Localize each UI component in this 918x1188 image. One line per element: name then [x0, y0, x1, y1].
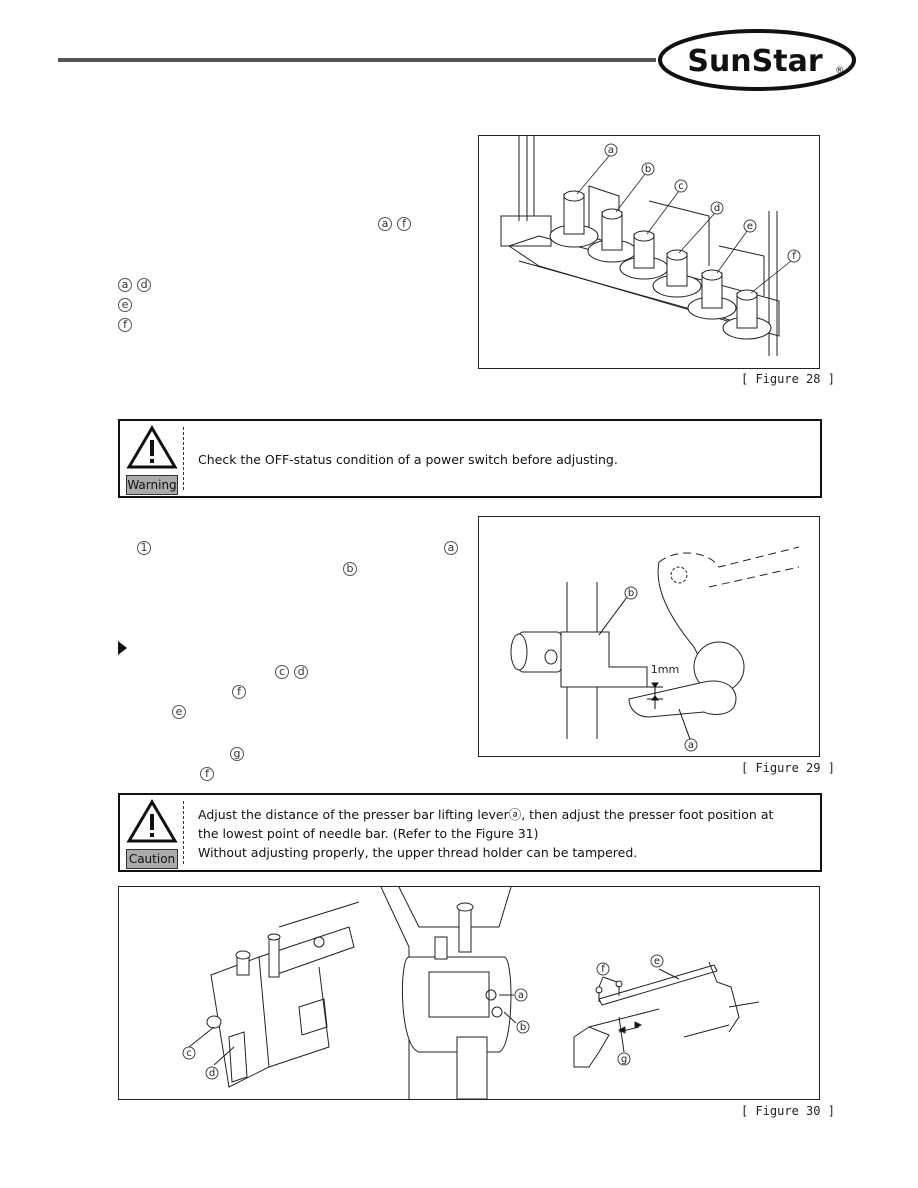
marker-range-ad: a d: [118, 273, 152, 292]
marker-b: b: [343, 561, 357, 576]
warning-badge: Warning: [126, 475, 178, 495]
marker-e-wrap: e: [172, 700, 186, 719]
marker-range-af: a f: [378, 212, 412, 231]
fig30-label-f: f: [601, 964, 605, 975]
fig30-label-c: c: [186, 1048, 192, 1059]
marker-cd-wrap: c d: [275, 660, 309, 679]
logo-registered-mark: ®: [835, 66, 844, 76]
marker-a-wrap: a: [444, 536, 458, 555]
needle-bar-illustration: c d a b: [182, 886, 760, 1100]
warning-text: Check the OFF-status condition of a powe…: [198, 452, 618, 467]
warning-notice: Warning Check the OFF-status condition o…: [118, 419, 822, 498]
caution-divider: [183, 801, 184, 864]
step-marker-1: 1: [137, 540, 151, 555]
warning-divider: [183, 427, 184, 490]
marker-d: d: [137, 277, 152, 292]
marker-a: a: [118, 277, 132, 292]
fig28-label-f: f: [792, 251, 796, 262]
marker-e: e: [172, 704, 186, 719]
fig30-label-b: b: [520, 1022, 526, 1033]
marker-f: f: [397, 216, 412, 231]
step-marker-1-wrap: 1: [137, 536, 151, 555]
caution-line-3: Without adjusting properly, the upper th…: [198, 845, 638, 860]
figure-30-caption: [ Figure 30 ]: [741, 1104, 835, 1118]
figure-29-caption: [ Figure 29 ]: [741, 761, 835, 775]
fig28-label-a: a: [608, 145, 614, 156]
caution-badge: Caution: [126, 849, 178, 869]
marker-f-line: f: [118, 313, 132, 332]
marker-a: a: [378, 216, 392, 231]
caution-text: Adjust the distance of the presser bar l…: [198, 805, 773, 862]
thread-tension-illustration: a b c d e f: [500, 136, 801, 356]
sunstar-logo: SunStar ®: [658, 29, 856, 91]
marker-c: c: [275, 664, 289, 679]
fig28-label-c: c: [678, 181, 684, 192]
logo-text: SunStar: [687, 44, 823, 79]
warning-triangle-icon: [126, 425, 178, 469]
fig28-label-e: e: [747, 221, 753, 232]
marker-f: f: [200, 766, 214, 781]
figure-29: b a 1mm: [478, 516, 820, 757]
marker-g: g: [230, 746, 244, 761]
marker-e: e: [118, 297, 132, 312]
marker-d: d: [294, 664, 309, 679]
caution-notice: Caution Adjust the distance of the press…: [118, 793, 822, 872]
marker-f-wrap: f: [232, 680, 246, 699]
fig29-label-a: a: [688, 740, 694, 751]
marker-f: f: [232, 684, 246, 699]
caution-line-2: the lowest point of needle bar. (Refer t…: [198, 826, 539, 841]
figure-30: c d a b: [118, 886, 820, 1100]
marker-b-wrap: b: [343, 557, 357, 576]
fig30-label-d: d: [209, 1068, 215, 1079]
marker-e-line: e: [118, 293, 132, 312]
fig29-dimension-label: 1mm: [651, 663, 679, 676]
fig30-label-e: e: [654, 956, 660, 967]
caution-triangle-icon: [126, 799, 178, 843]
bullet-arrow-icon: [118, 641, 127, 655]
figure-28: a b c d e f: [478, 135, 820, 369]
fig30-label-g: g: [621, 1054, 627, 1065]
header-rule: [58, 58, 656, 62]
caution-icon-group: Caution: [126, 799, 178, 869]
presser-lever-illustration: b a 1mm: [510, 546, 800, 752]
marker-a: a: [444, 540, 458, 555]
marker-f2-wrap: f: [200, 762, 214, 781]
fig28-label-d: d: [714, 203, 720, 214]
warning-icon-group: Warning: [126, 425, 178, 495]
marker-g-wrap: g: [230, 742, 244, 761]
marker-f: f: [118, 317, 132, 332]
figure-28-caption: [ Figure 28 ]: [741, 372, 835, 386]
caution-line-1: Adjust the distance of the presser bar l…: [198, 807, 774, 822]
fig30-label-a: a: [518, 990, 524, 1001]
fig29-label-b: b: [628, 588, 634, 599]
fig28-label-b: b: [645, 164, 651, 175]
